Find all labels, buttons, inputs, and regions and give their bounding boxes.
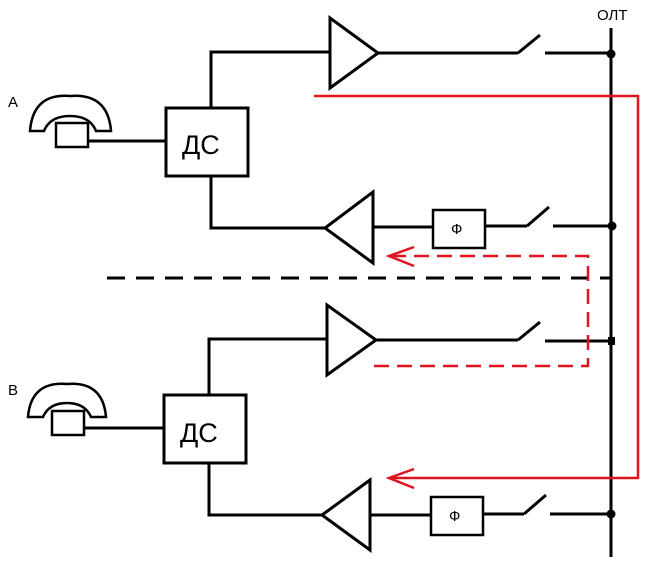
hybrid-a-label: ДС xyxy=(182,130,220,160)
junction-a-transmit-icon xyxy=(606,49,616,59)
amplifier-b-transmit-icon xyxy=(325,302,379,378)
bus-label: ОЛТ xyxy=(597,7,628,24)
subscriber-b-label: В xyxy=(8,382,18,399)
switch-b-receive-icon xyxy=(523,493,547,516)
phone-a-icon xyxy=(28,94,113,149)
amplifier-b-receive-icon xyxy=(319,477,372,553)
wire-a-receive xyxy=(209,176,325,230)
switch-a-receive-icon xyxy=(526,205,550,228)
wire-b-receive xyxy=(207,463,322,517)
switch-b-transmit-icon xyxy=(517,320,541,342)
echo-arrow-dashed-icon xyxy=(385,245,415,268)
echo-path-dashed xyxy=(374,254,590,368)
wire-b-transmit xyxy=(207,337,327,395)
amplifier-a-receive-icon xyxy=(322,189,375,266)
hybrid-b: ДС xyxy=(162,393,248,465)
junction-b-transmit-icon xyxy=(608,337,615,345)
echo-arrow-solid-icon xyxy=(385,467,415,490)
phone-b-icon xyxy=(26,382,108,437)
amplifier-a-transmit-icon xyxy=(328,15,381,91)
filter-b-label: Ф xyxy=(449,508,460,525)
wire-a-transmit xyxy=(209,50,330,108)
hybrid-a: ДС xyxy=(164,106,250,178)
junction-b-receive-icon xyxy=(606,509,616,519)
switch-a-transmit-icon xyxy=(517,33,541,55)
filter-b: Ф xyxy=(429,495,485,537)
hybrid-b-label: ДС xyxy=(180,418,218,448)
echo-path-solid xyxy=(314,94,640,480)
filter-a: Ф xyxy=(431,208,487,250)
filter-a-label: Ф xyxy=(451,221,462,238)
junction-a-receive-icon xyxy=(607,221,617,231)
subscriber-a-label: А xyxy=(8,94,18,111)
